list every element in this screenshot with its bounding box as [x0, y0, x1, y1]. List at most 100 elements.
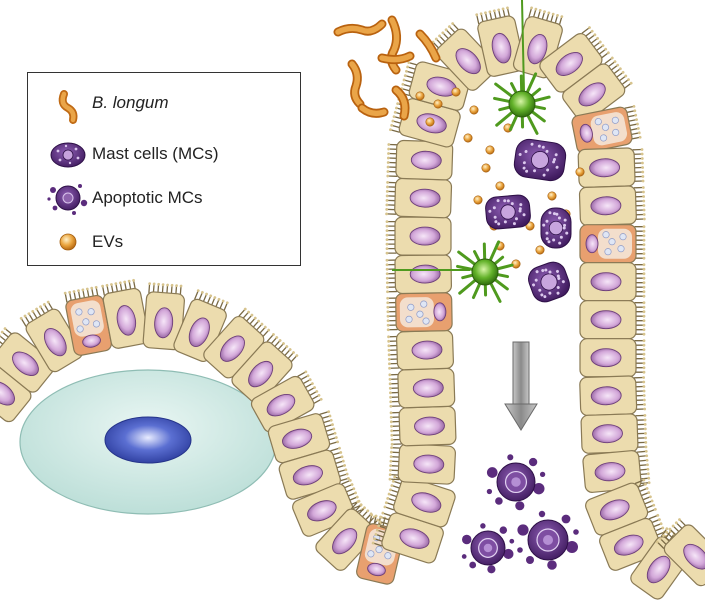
granule — [548, 291, 552, 295]
dendrite-probe — [521, 0, 525, 93]
granule — [546, 168, 550, 172]
epithelial-cell — [579, 375, 647, 416]
nucleus — [579, 123, 593, 143]
apoptotic-bleb — [561, 514, 571, 524]
nucleus — [411, 340, 443, 360]
apoptotic-bleb — [547, 560, 557, 570]
granule — [548, 270, 552, 274]
granule — [492, 206, 496, 210]
legend-label-apoptotic-mcs: Apoptotic MCs — [92, 188, 203, 207]
nucleus — [590, 196, 622, 216]
extracellular-vesicle — [415, 91, 425, 101]
apoptotic-bleb — [486, 467, 498, 478]
granule — [555, 165, 559, 169]
granule — [488, 209, 492, 213]
bifidobacterium-rod — [357, 103, 389, 118]
granule — [535, 270, 539, 274]
epithelial-cell — [579, 338, 646, 378]
apoptotic-bleb — [566, 541, 578, 553]
mast-cell — [513, 138, 567, 182]
nucleus — [188, 317, 210, 347]
epithelial-cell — [579, 300, 646, 340]
legend-label-b-longum: B. longum — [92, 93, 169, 112]
epithelial-cell — [142, 282, 185, 351]
mast-cell-nucleus — [531, 151, 549, 169]
granule — [542, 223, 546, 227]
apoptotic-bleb — [461, 554, 467, 559]
nucleus — [455, 48, 481, 75]
granule — [496, 199, 500, 203]
epithelial-cell — [385, 216, 452, 256]
granule — [557, 216, 561, 220]
epithelial-cell — [267, 410, 340, 464]
granule — [556, 274, 560, 278]
goblet-cell — [579, 224, 646, 264]
apoptotic-bleb — [533, 482, 545, 495]
granule — [522, 166, 526, 170]
granule — [543, 295, 547, 299]
nucleus — [527, 34, 548, 65]
granule — [522, 161, 526, 165]
granule — [542, 173, 546, 177]
apoptotic-bleb — [509, 538, 515, 544]
extracellular-vesicle — [575, 167, 585, 177]
granule — [518, 207, 522, 211]
granule — [537, 144, 541, 148]
granule — [545, 231, 549, 235]
dendritic-cell-lower — [456, 240, 514, 303]
epithelial-cell — [580, 413, 648, 454]
nucleus — [82, 334, 101, 348]
extracellular-vesicle — [469, 105, 479, 115]
granule — [555, 269, 559, 273]
nucleus — [594, 462, 626, 482]
apoptotic-bleb — [461, 534, 472, 545]
nucleus — [585, 234, 599, 254]
epithelial-cell — [577, 147, 645, 188]
apoptotic-bleb — [469, 561, 477, 569]
granule — [555, 212, 559, 216]
apoptotic-bleb — [538, 510, 546, 518]
dendritic-cell-upper — [493, 72, 551, 135]
apoptotic-bleb — [480, 523, 486, 529]
epithelial-cell — [389, 405, 457, 447]
granule — [552, 157, 556, 161]
nucleus — [367, 562, 386, 577]
granule — [552, 238, 556, 242]
epithelial-cell — [203, 307, 271, 379]
extracellular-vesicle — [425, 117, 435, 127]
apoptotic-bleb — [528, 457, 538, 467]
apoptotic-mast-cell — [461, 523, 515, 574]
granule — [548, 211, 552, 215]
extracellular-vesicle — [481, 163, 491, 173]
granule — [541, 145, 545, 149]
nucleus — [12, 351, 39, 376]
granule — [519, 203, 523, 207]
nucleus — [590, 272, 622, 292]
nucleus — [413, 454, 445, 474]
granule — [512, 222, 516, 226]
nucleus — [307, 500, 337, 522]
nucleus — [116, 305, 137, 336]
nucleus — [646, 555, 671, 584]
microvilli — [632, 148, 645, 183]
apoptotic-bleb — [573, 529, 579, 535]
granule — [545, 219, 549, 223]
nucleus — [589, 158, 621, 178]
bifidobacterium-rod — [391, 85, 410, 121]
epithelial-cell — [385, 254, 453, 295]
mast-cell — [540, 207, 572, 249]
granule — [541, 269, 545, 273]
extracellular-vesicle — [451, 87, 461, 97]
bifidobacterium-rod — [377, 51, 415, 65]
goblet-cell — [386, 292, 453, 333]
epithelial-cell — [101, 278, 150, 349]
nucleus — [555, 52, 583, 76]
microvilli — [604, 56, 633, 90]
epithelial-cell — [585, 478, 657, 536]
mast-cell — [485, 194, 531, 230]
granule — [545, 237, 549, 241]
epithelial-cell — [388, 443, 456, 485]
epithelial-cell — [19, 300, 84, 373]
granule — [565, 231, 569, 235]
nucleus — [248, 360, 274, 388]
